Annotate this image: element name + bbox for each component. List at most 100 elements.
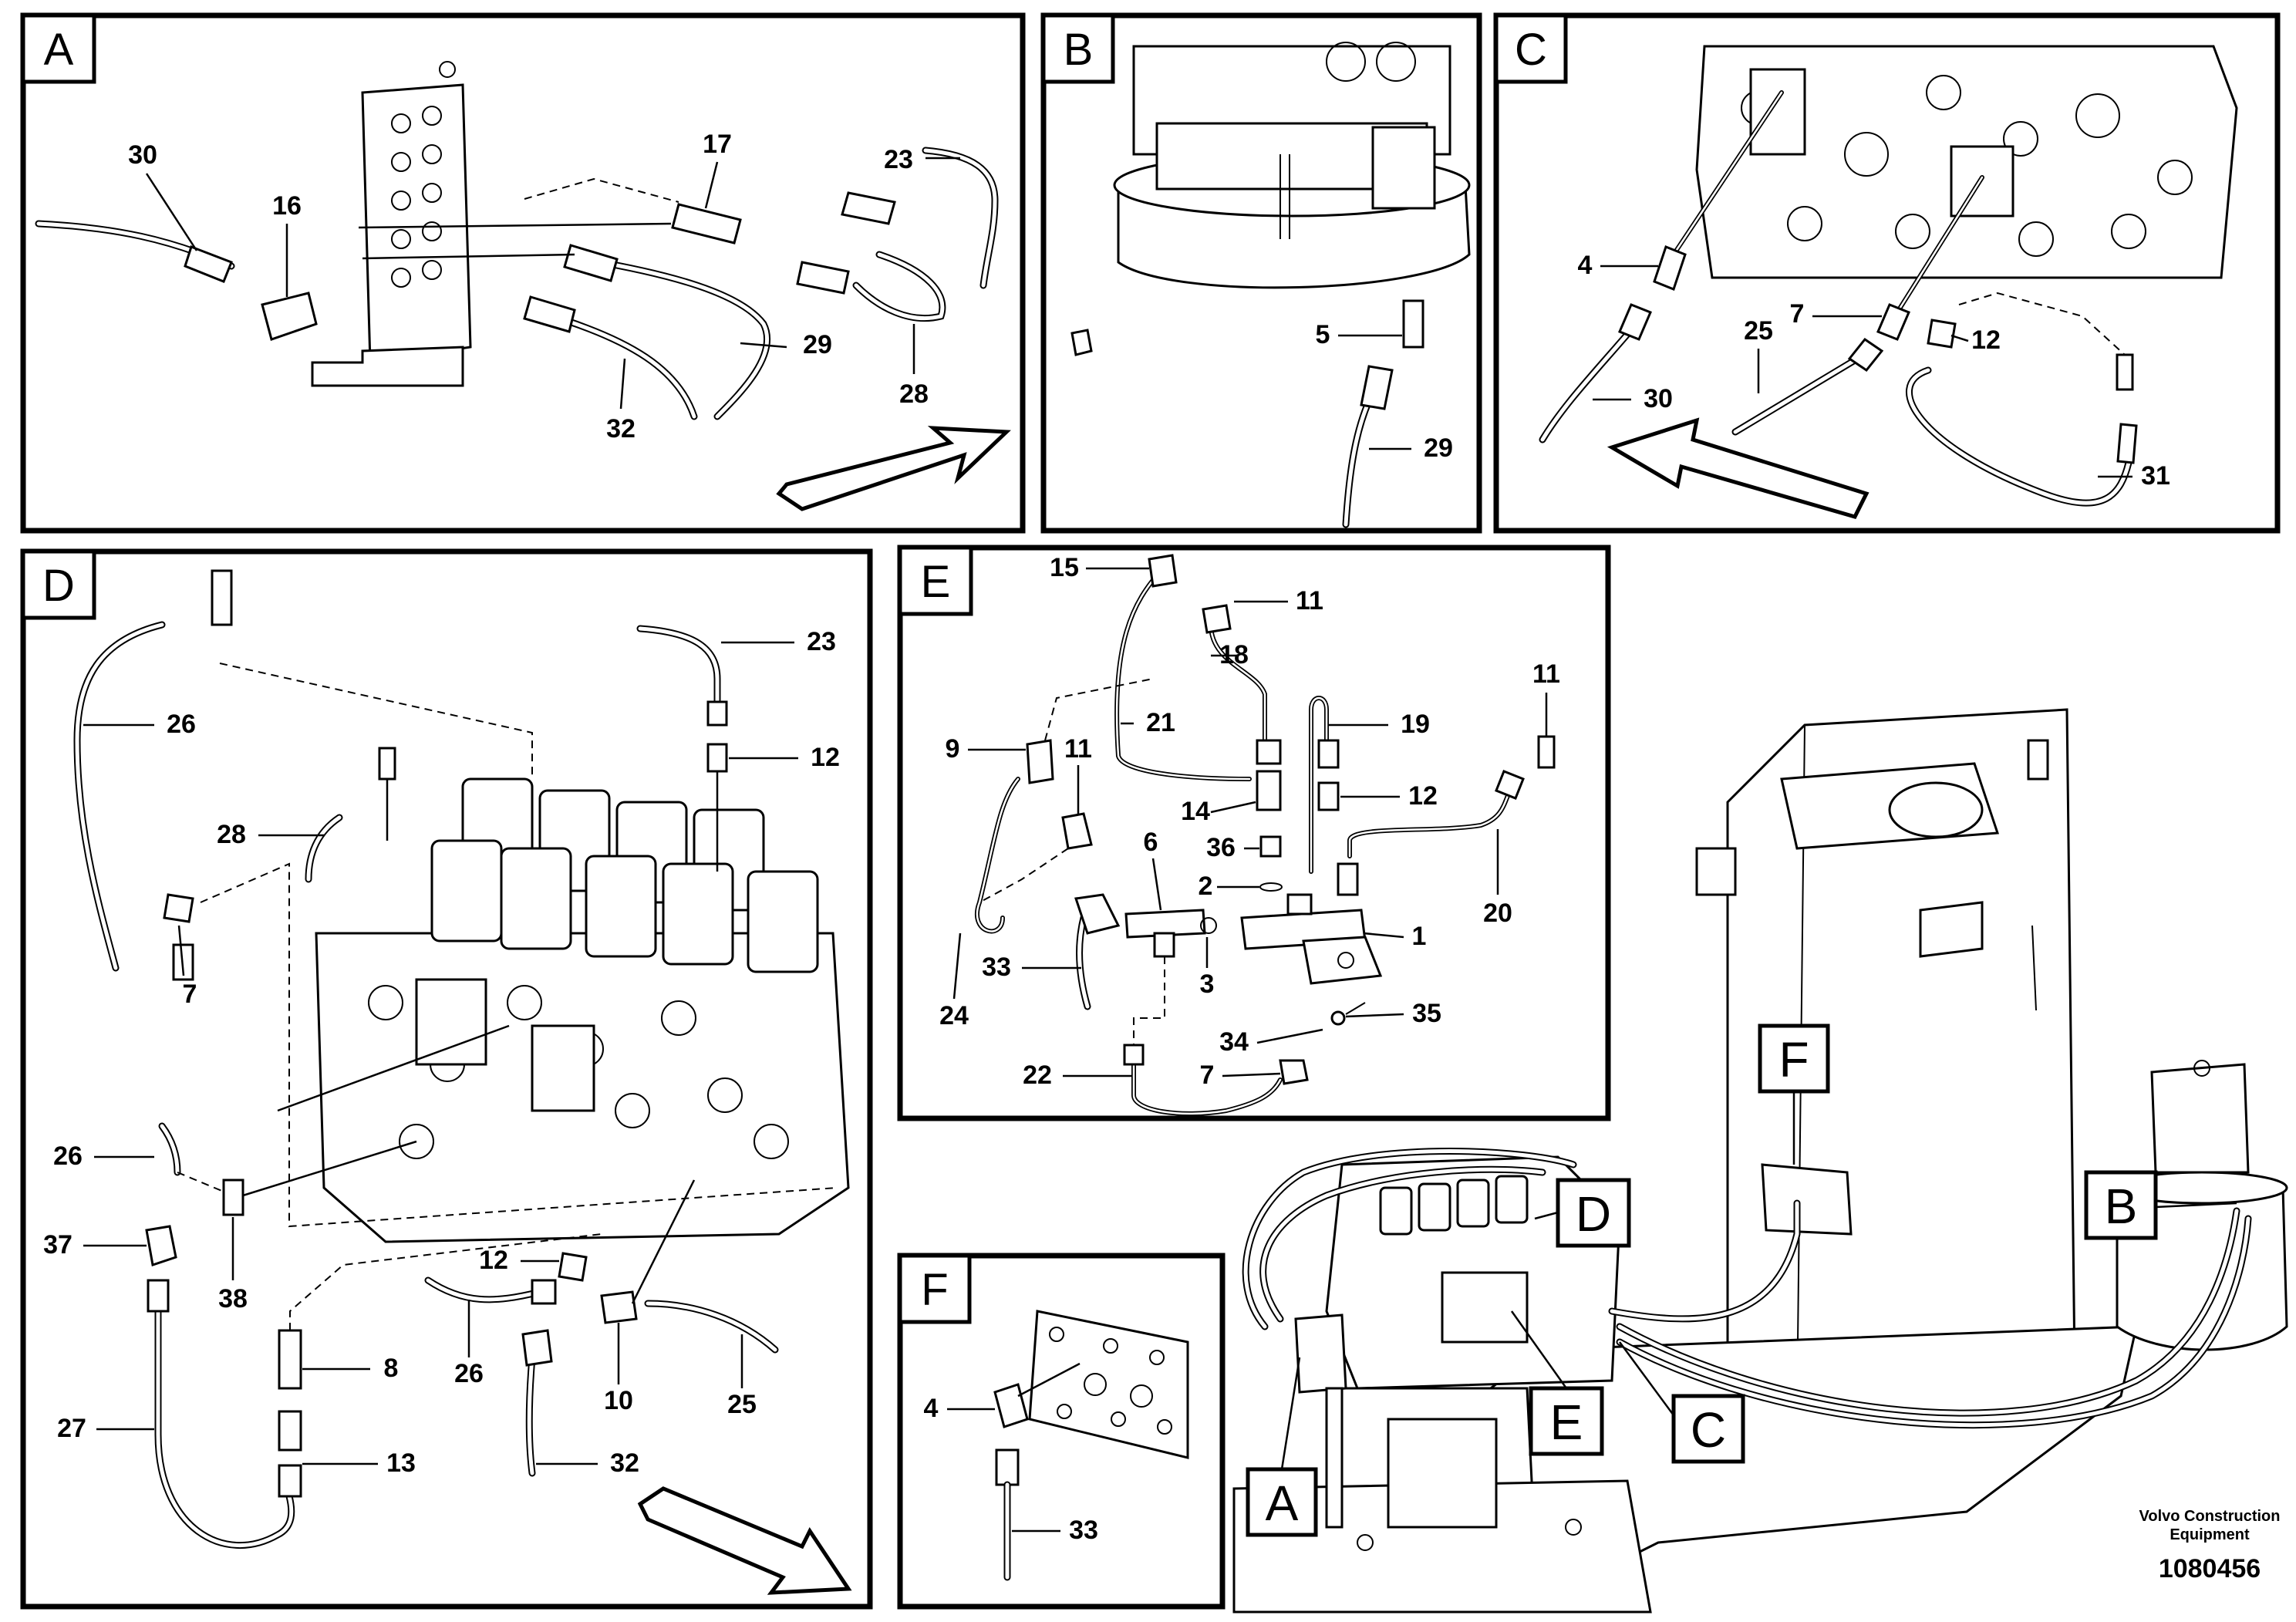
label-12: 12 — [1971, 325, 2001, 355]
label-21: 21 — [1146, 708, 1175, 737]
panel-c: C 4 7 25 — [1493, 12, 2281, 534]
label-12b: 12 — [479, 1246, 508, 1275]
label-11c: 11 — [1532, 659, 1560, 689]
callout-a: A — [1266, 1475, 1299, 1531]
label-14: 14 — [1181, 797, 1210, 826]
label-8: 8 — [384, 1354, 399, 1383]
label-16: 16 — [272, 191, 302, 221]
label-25: 25 — [727, 1390, 757, 1419]
panel-a-letter: A — [44, 25, 74, 75]
panel-c-letter: C — [1515, 25, 1547, 75]
label-23: 23 — [884, 145, 913, 174]
label-20: 20 — [1483, 899, 1512, 928]
fitting-9 — [1026, 739, 1054, 784]
label-11b: 11 — [1064, 734, 1092, 764]
label-28: 28 — [217, 820, 246, 849]
footer: Volvo Construction Equipment 1080456 — [2139, 1508, 2281, 1583]
fitting-12 — [1317, 781, 1340, 811]
label-13: 13 — [386, 1448, 416, 1478]
fitting-8 — [278, 1329, 302, 1390]
label-32: 32 — [606, 414, 636, 443]
fitting-17 — [671, 203, 742, 244]
fitting-14 — [1256, 770, 1282, 811]
label-29: 29 — [1424, 433, 1453, 463]
panel-b: B 5 29 — [1040, 12, 1482, 534]
fitting-36 — [1259, 835, 1282, 858]
label-33: 33 — [982, 953, 1011, 982]
label-7: 7 — [183, 980, 197, 1009]
label-37: 37 — [43, 1230, 72, 1259]
label-12: 12 — [811, 743, 840, 772]
callout-f: F — [1778, 1032, 1809, 1088]
label-35: 35 — [1412, 999, 1441, 1028]
fitting-37 — [145, 1225, 177, 1266]
label-9: 9 — [946, 734, 960, 764]
valve-block — [361, 83, 472, 364]
label-30: 30 — [1644, 384, 1673, 413]
label-24: 24 — [939, 1001, 969, 1030]
label-3: 3 — [1200, 969, 1215, 999]
fitting-13 — [278, 1410, 302, 1452]
label-11: 11 — [1296, 586, 1323, 615]
fitting-7 — [163, 893, 194, 923]
panel-d: D — [20, 548, 873, 1610]
label-33: 33 — [1069, 1516, 1098, 1545]
brand-line-1: Volvo Construction — [2139, 1508, 2281, 1525]
callout-e: E — [1550, 1394, 1583, 1450]
mounting-plate — [1028, 1310, 1189, 1459]
label-7: 7 — [1200, 1061, 1215, 1090]
panel-d-letter: D — [42, 561, 75, 611]
label-23: 23 — [807, 627, 836, 656]
label-32: 32 — [610, 1448, 639, 1478]
label-30: 30 — [128, 140, 157, 170]
label-34: 34 — [1219, 1027, 1249, 1057]
fitting-16 — [261, 292, 318, 341]
label-2: 2 — [1199, 872, 1213, 901]
panel-f: F 4 33 — [897, 1253, 1226, 1610]
label-31: 31 — [2141, 461, 2170, 491]
panel-a: A — [20, 12, 1026, 534]
label-29: 29 — [803, 330, 832, 359]
label-7: 7 — [1790, 299, 1805, 329]
machine-overview: D B F A E C — [1232, 708, 2288, 1614]
label-15: 15 — [1050, 553, 1079, 582]
label-28: 28 — [899, 379, 929, 409]
label-36: 36 — [1206, 833, 1236, 862]
label-4: 4 — [924, 1394, 939, 1423]
direction-arrow — [1607, 417, 1870, 519]
label-10: 10 — [604, 1386, 633, 1415]
callout-c: C — [1691, 1402, 1726, 1458]
callout-d: D — [1576, 1186, 1611, 1242]
panel-b-letter: B — [1064, 25, 1094, 75]
brand-line-2: Equipment — [2170, 1526, 2250, 1543]
panel-e-letter: E — [921, 557, 951, 607]
fitting-7 — [1279, 1059, 1309, 1085]
label-6: 6 — [1144, 828, 1158, 857]
direction-arrow — [776, 426, 1011, 511]
callout-b: B — [2105, 1179, 2138, 1234]
fitting-12 — [706, 743, 728, 773]
label-27: 27 — [57, 1414, 86, 1443]
label-5: 5 — [1316, 320, 1330, 349]
document-number: 1080456 — [2159, 1554, 2261, 1583]
label-22: 22 — [1023, 1061, 1052, 1090]
label-25: 25 — [1744, 316, 1773, 346]
label-26: 26 — [167, 710, 196, 739]
label-38: 38 — [218, 1284, 248, 1313]
tee-6 — [1124, 909, 1206, 939]
fitting-10 — [600, 1290, 638, 1324]
fitting-12 — [1927, 319, 1957, 349]
label-26c: 26 — [454, 1359, 484, 1388]
panel-e: E — [897, 545, 1611, 1121]
label-1: 1 — [1412, 922, 1427, 951]
label-17: 17 — [703, 130, 732, 159]
direction-arrow — [637, 1486, 852, 1595]
label-19: 19 — [1401, 710, 1430, 739]
panel-f-letter: F — [921, 1265, 948, 1315]
label-12: 12 — [1408, 781, 1438, 811]
fitting-38 — [222, 1179, 244, 1216]
label-26b: 26 — [53, 1141, 83, 1171]
fitting-5 — [1402, 299, 1424, 349]
label-4: 4 — [1578, 251, 1593, 280]
